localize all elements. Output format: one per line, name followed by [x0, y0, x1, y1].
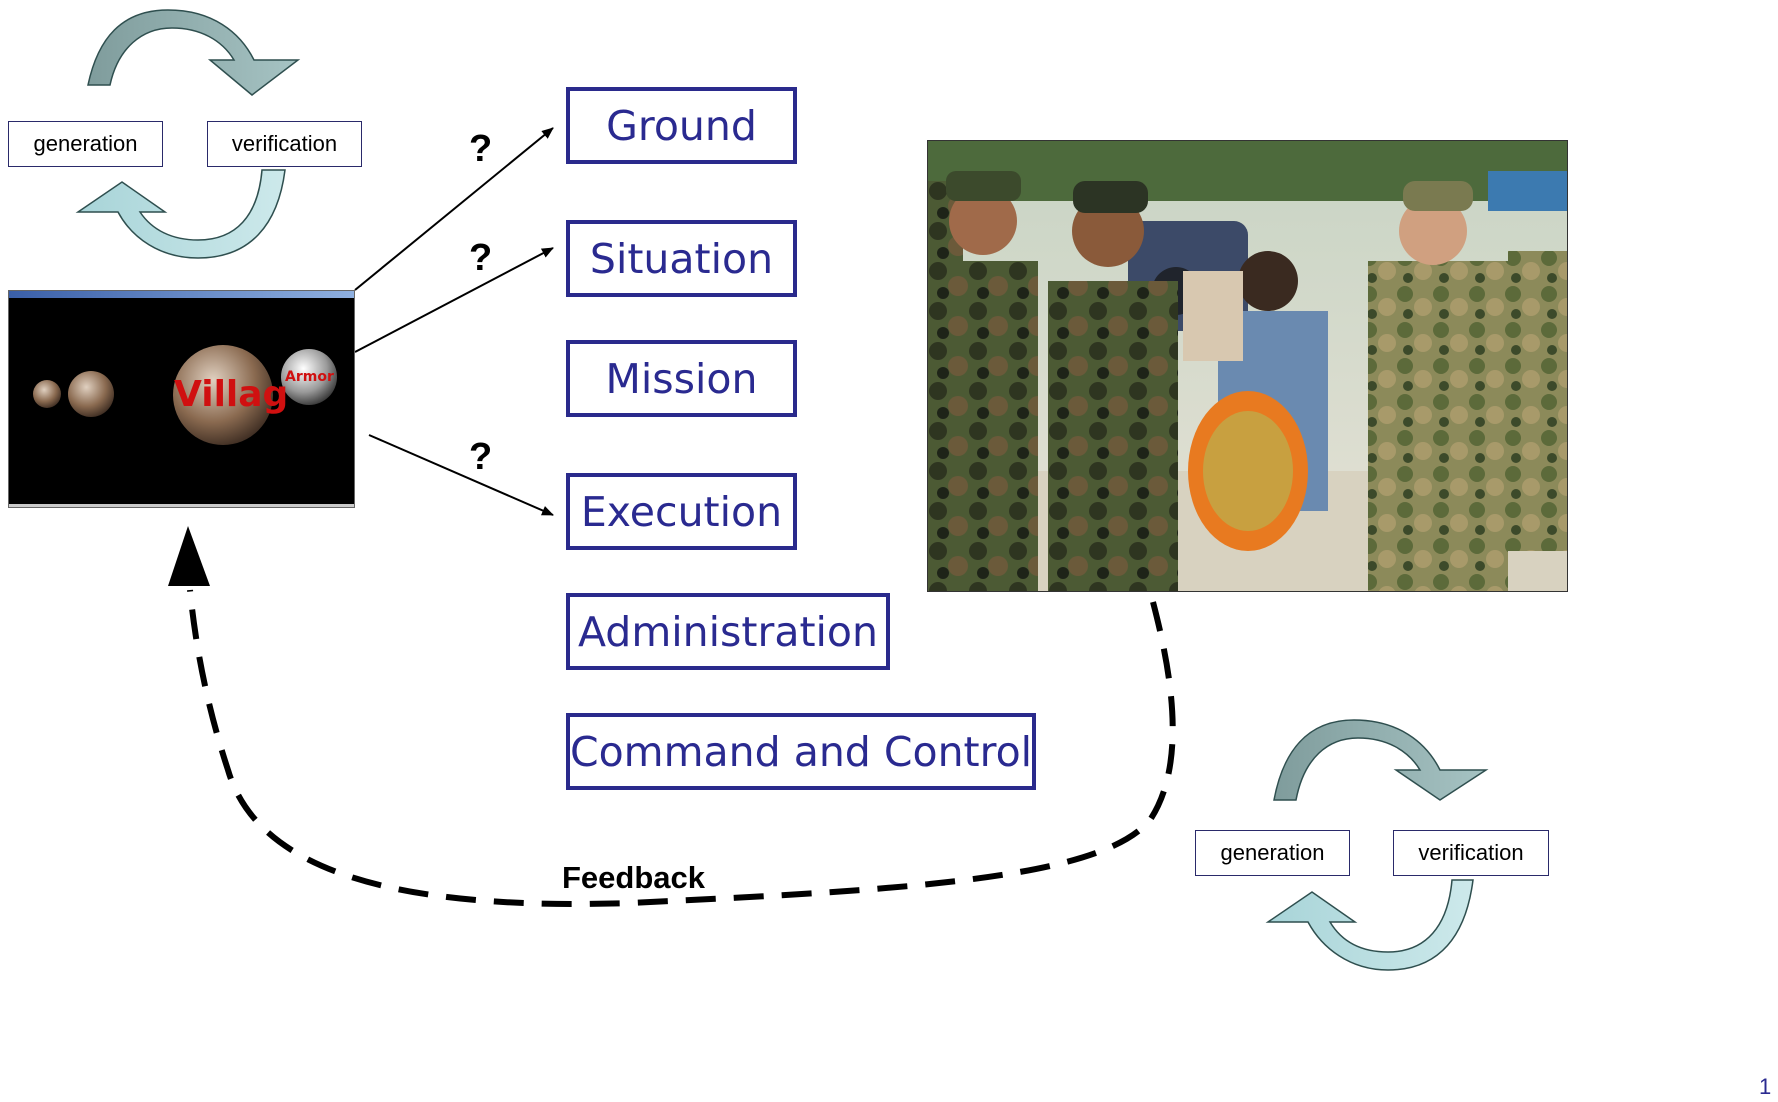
- category-administration-box: Administration: [566, 593, 890, 670]
- arrow-to-situation: [354, 247, 554, 353]
- top-cycle-arrows: [75, 9, 301, 259]
- cycle-arrow-top-icon: [87, 9, 301, 96]
- page-number: 1: [1759, 1074, 1772, 1099]
- cycle-arrow-bottom-icon: [1265, 879, 1474, 971]
- simulation-titlebar: [9, 291, 354, 298]
- bottom-verification-label: verification: [1418, 840, 1524, 865]
- feedback-label: Feedback: [562, 860, 706, 895]
- feedback-path: [187, 589, 1176, 907]
- category-mission-box: Mission: [566, 340, 797, 417]
- bottom-verification-box: verification: [1393, 830, 1549, 876]
- category-execution-box: Execution: [566, 473, 797, 550]
- bottom-generation-box: generation: [1195, 830, 1350, 876]
- bottom-generation-label: generation: [1220, 840, 1325, 865]
- category-ground-box: Ground: [566, 87, 797, 164]
- top-generation-label: generation: [33, 131, 138, 156]
- soldiers-photo: [927, 140, 1568, 592]
- question-mark-situation: ?: [469, 237, 493, 279]
- category-command-label: Command and Control: [569, 727, 1033, 776]
- arrow-to-ground: [354, 127, 554, 291]
- category-command-box: Command and Control: [566, 713, 1036, 790]
- simulation-bottom-bar: [9, 504, 354, 507]
- top-verification-box: verification: [207, 121, 362, 167]
- cycle-arrow-top-icon: [1273, 719, 1489, 801]
- cycle-arrow-bottom-icon: [75, 169, 286, 259]
- question-mark-execution: ?: [469, 436, 493, 478]
- simulation-screenshot: Villag Armor: [8, 290, 355, 508]
- category-administration-label: Administration: [577, 607, 878, 656]
- feedback-arrowhead-icon: [168, 526, 210, 586]
- svg-text:Armor: Armor: [285, 369, 334, 385]
- category-ground-label: Ground: [606, 101, 757, 150]
- svg-text:Villag: Villag: [174, 374, 288, 415]
- category-mission-label: Mission: [605, 354, 758, 403]
- category-situation-box: Situation: [566, 220, 797, 297]
- simulation-screenshot-icon: Villag Armor: [33, 345, 337, 445]
- question-mark-ground: ?: [469, 128, 493, 170]
- bottom-cycle-arrows: [1265, 719, 1489, 971]
- arrow-to-execution: [368, 434, 554, 516]
- top-generation-box: generation: [8, 121, 163, 167]
- top-verification-label: verification: [231, 131, 338, 156]
- soldiers-photo-icon: [928, 141, 1567, 591]
- category-execution-label: Execution: [580, 487, 783, 536]
- category-situation-label: Situation: [589, 234, 774, 283]
